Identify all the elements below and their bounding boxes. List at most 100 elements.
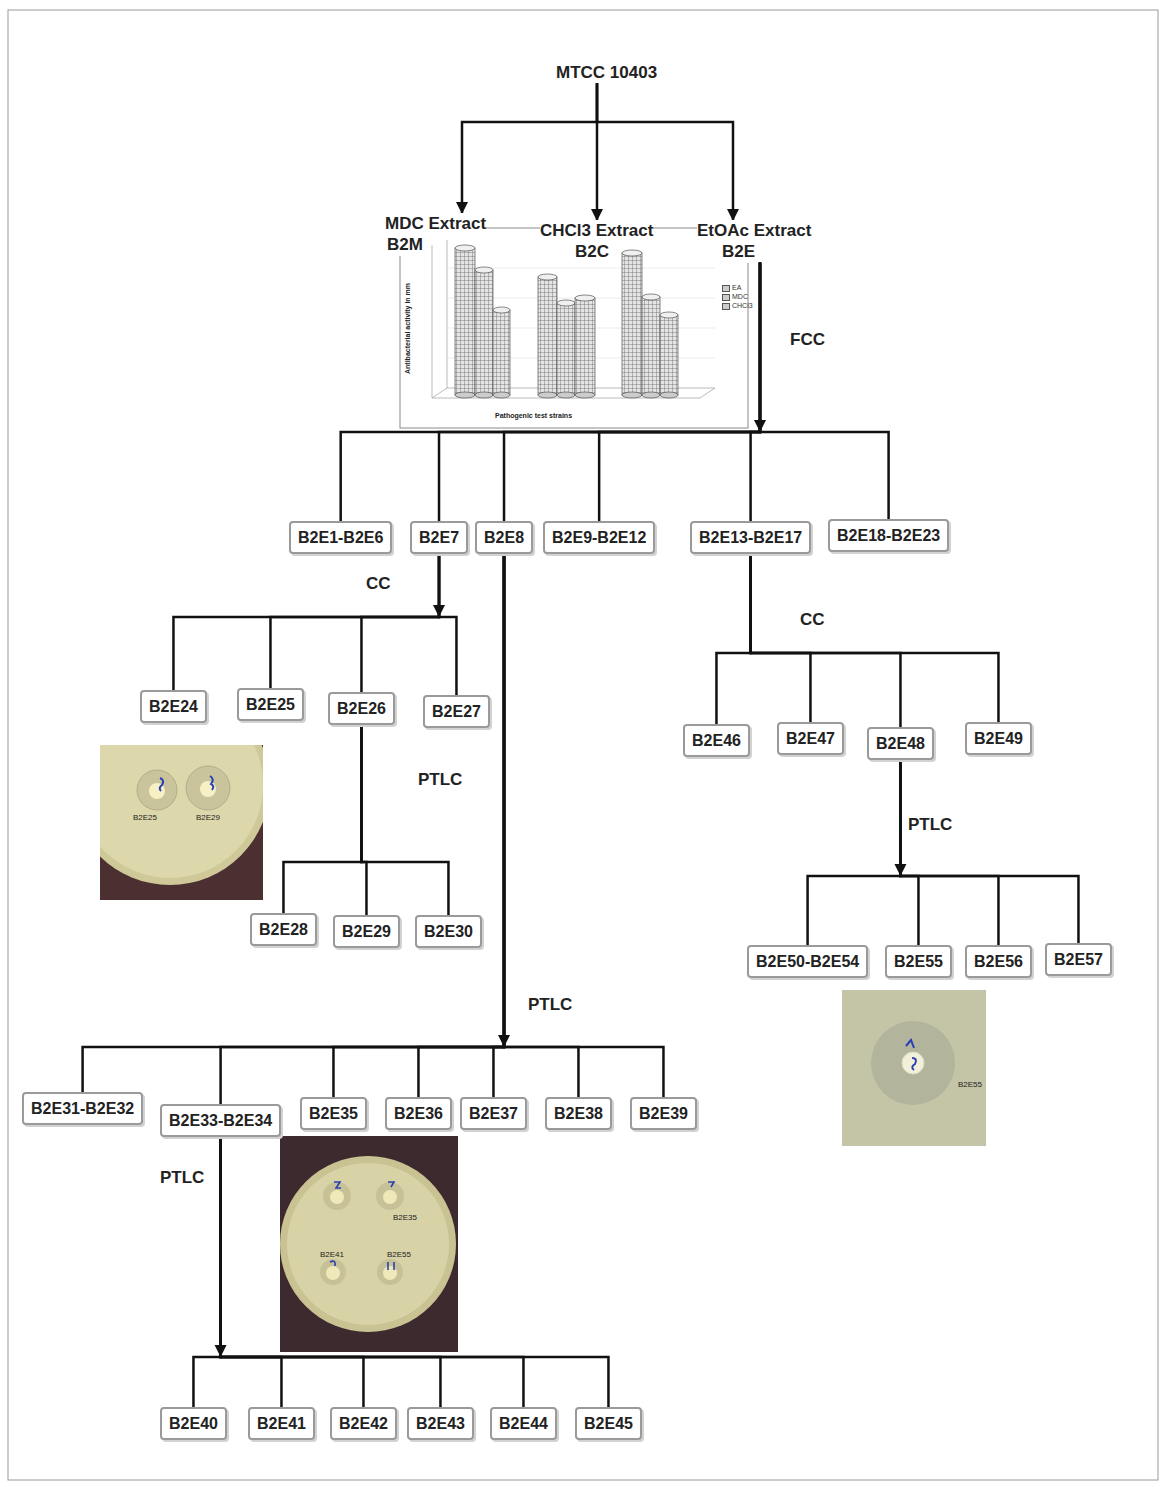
fraction-box: B2E39 (630, 1097, 697, 1130)
connector (716, 554, 750, 724)
disc (383, 1266, 397, 1280)
fraction-name: B2E7 (419, 528, 459, 547)
connector (439, 263, 760, 522)
disc (902, 1052, 924, 1074)
fraction-name: B2E55 (894, 952, 943, 971)
inhibition-zone (376, 1182, 404, 1210)
method-label: PTLC (908, 815, 952, 835)
fraction-box: B2E56 (965, 945, 1032, 978)
label-text: CHCl3 Extract (540, 220, 653, 241)
sample-label: B2E35 (393, 1213, 417, 1222)
connector (900, 760, 998, 945)
fraction-box: B2E44 (490, 1407, 557, 1440)
fraction-box: B2E42 (330, 1407, 397, 1440)
connector (221, 554, 504, 1104)
fraction-name: B2E56 (974, 952, 1023, 971)
connector (221, 1137, 364, 1407)
fraction-name: B2E42 (339, 1414, 388, 1433)
legend-text: MDC (732, 293, 748, 300)
connector (83, 554, 504, 1092)
inhibition-zone (320, 1259, 346, 1285)
fraction-name: B2E18-B2E23 (837, 526, 940, 545)
fraction-box: B2E40 (160, 1407, 227, 1440)
connector (283, 725, 361, 913)
fraction-name: B2E26 (337, 699, 386, 718)
axis-title: Antibacterial activity in mm (404, 283, 411, 374)
method-label: PTLC (418, 770, 462, 790)
ink-mark (160, 776, 214, 791)
connector (221, 1137, 609, 1407)
legend-swatch (722, 294, 730, 301)
legend-text: CHCl3 (732, 302, 753, 309)
axis-title: Pathogenic test strains (495, 412, 572, 419)
fraction-box: B2E50-B2E54 (747, 945, 868, 978)
fraction-name: B2E28 (259, 920, 308, 939)
fraction-name: B2E24 (149, 697, 198, 716)
fraction-box: B2E47 (777, 722, 844, 755)
sample-label: B2E41 (320, 1250, 344, 1259)
inhibition-zone (137, 770, 177, 810)
fraction-name: B2E37 (469, 1104, 518, 1123)
cylinder-bars (455, 245, 678, 398)
connector (341, 263, 760, 522)
connector (493, 554, 504, 1097)
legend-entry: EA (722, 284, 741, 292)
fraction-name: B2E29 (342, 922, 391, 941)
fraction-name: B2E47 (786, 729, 835, 748)
fraction-box: B2E41 (248, 1407, 315, 1440)
connector (751, 263, 760, 522)
plate-agar (287, 1163, 449, 1325)
fraction-name: B2E41 (257, 1414, 306, 1433)
fraction-box: B2E25 (237, 688, 304, 721)
fraction-box: B2E27 (423, 695, 490, 728)
fraction-box: B2E49 (965, 722, 1032, 755)
fraction-name: B2E43 (416, 1414, 465, 1433)
fraction-name: B2E57 (1054, 950, 1103, 969)
extract-label: CHCl3 ExtractB2C (540, 220, 653, 263)
fraction-box: B2E36 (385, 1097, 452, 1130)
connector (173, 554, 439, 690)
connector (221, 1137, 524, 1407)
fraction-box: B2E24 (140, 690, 207, 723)
legend-entry: MDC (722, 293, 748, 301)
petri-photo (842, 990, 986, 1146)
connector (900, 760, 1078, 943)
petri-photo (280, 1136, 458, 1352)
fraction-name: B2E8 (484, 528, 524, 547)
chart-frame (400, 228, 748, 428)
label-text: B2C (575, 241, 609, 262)
connector (270, 554, 439, 688)
fraction-box: B2E46 (683, 724, 750, 757)
fraction-name: B2E36 (394, 1104, 443, 1123)
connector (599, 263, 760, 522)
method-label: CC (366, 574, 391, 594)
fraction-box: B2E26 (328, 692, 395, 725)
label-text: B2M (387, 234, 423, 255)
fraction-box: B2E43 (407, 1407, 474, 1440)
chart-axes (432, 240, 715, 398)
disc (383, 1190, 397, 1204)
connector (504, 554, 578, 1097)
label-text: MDC Extract (385, 213, 486, 234)
connector (751, 554, 811, 722)
legend-swatch (722, 303, 730, 310)
fraction-name: B2E30 (424, 922, 473, 941)
fraction-box: B2E18-B2E23 (828, 519, 949, 552)
legend-entry: CHCl3 (722, 302, 753, 310)
fraction-box: B2E48 (867, 727, 934, 760)
connector (462, 83, 597, 213)
fraction-box: B2E28 (250, 913, 317, 946)
connector (418, 554, 504, 1097)
fraction-name: B2E35 (309, 1104, 358, 1123)
fraction-box: B2E33-B2E34 (160, 1104, 281, 1137)
fraction-name: B2E49 (974, 729, 1023, 748)
connector (900, 760, 918, 945)
fraction-box: B2E57 (1045, 943, 1112, 976)
fraction-name: B2E25 (246, 695, 295, 714)
fraction-name: B2E27 (432, 702, 481, 721)
label-text: EtOAc Extract (697, 220, 811, 241)
sample-label: B2E55 (958, 1080, 982, 1089)
plate-rim (100, 745, 263, 885)
photo-ground (280, 1136, 458, 1352)
connector (439, 554, 456, 695)
